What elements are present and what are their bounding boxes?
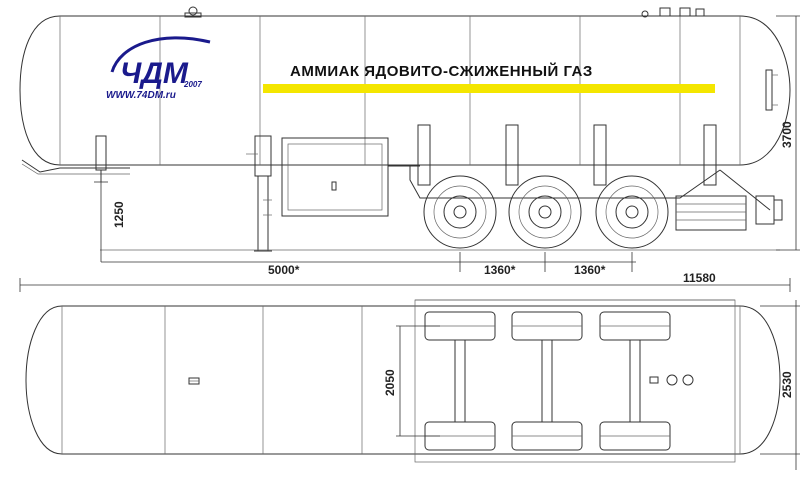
top-view <box>25 299 781 463</box>
side-dimensions: 3700 1250 5000* 1360* 1360* 11580 <box>19 15 800 292</box>
dim-overall-length: 11580 <box>683 271 716 285</box>
logo-website: WWW.74DM.ru <box>106 90 176 101</box>
dim-axle-spacing-1: 1360* <box>484 263 516 277</box>
dim-overall-width: 2530 <box>780 371 794 398</box>
logo-brand: ЧДМ <box>120 57 189 90</box>
logo-year: 2007 <box>183 80 202 89</box>
dim-axle-spacing-2: 1360* <box>574 263 606 277</box>
side-view: АММИАК ЯДОВИТО-СЖИЖЕННЫЙ ГАЗ ЧДМ 2007 WW… <box>19 6 791 252</box>
company-logo: ЧДМ 2007 WWW.74DM.ru <box>106 36 211 101</box>
wheel-3 <box>595 175 669 249</box>
dim-kingpin-to-axle: 5000* <box>268 263 300 277</box>
hazard-stripe <box>263 84 715 93</box>
dim-track-width: 2050 <box>383 369 397 396</box>
tool-box <box>281 137 389 217</box>
dim-tank-height: 3700 <box>780 121 794 148</box>
top-dimensions: 2050 2530 <box>383 300 800 470</box>
cargo-label: АММИАК ЯДОВИТО-СЖИЖЕННЫЙ ГАЗ <box>290 62 593 80</box>
wheel-2 <box>508 175 582 249</box>
wheel-1 <box>423 175 497 249</box>
dim-coupling-height: 1250 <box>112 201 126 228</box>
